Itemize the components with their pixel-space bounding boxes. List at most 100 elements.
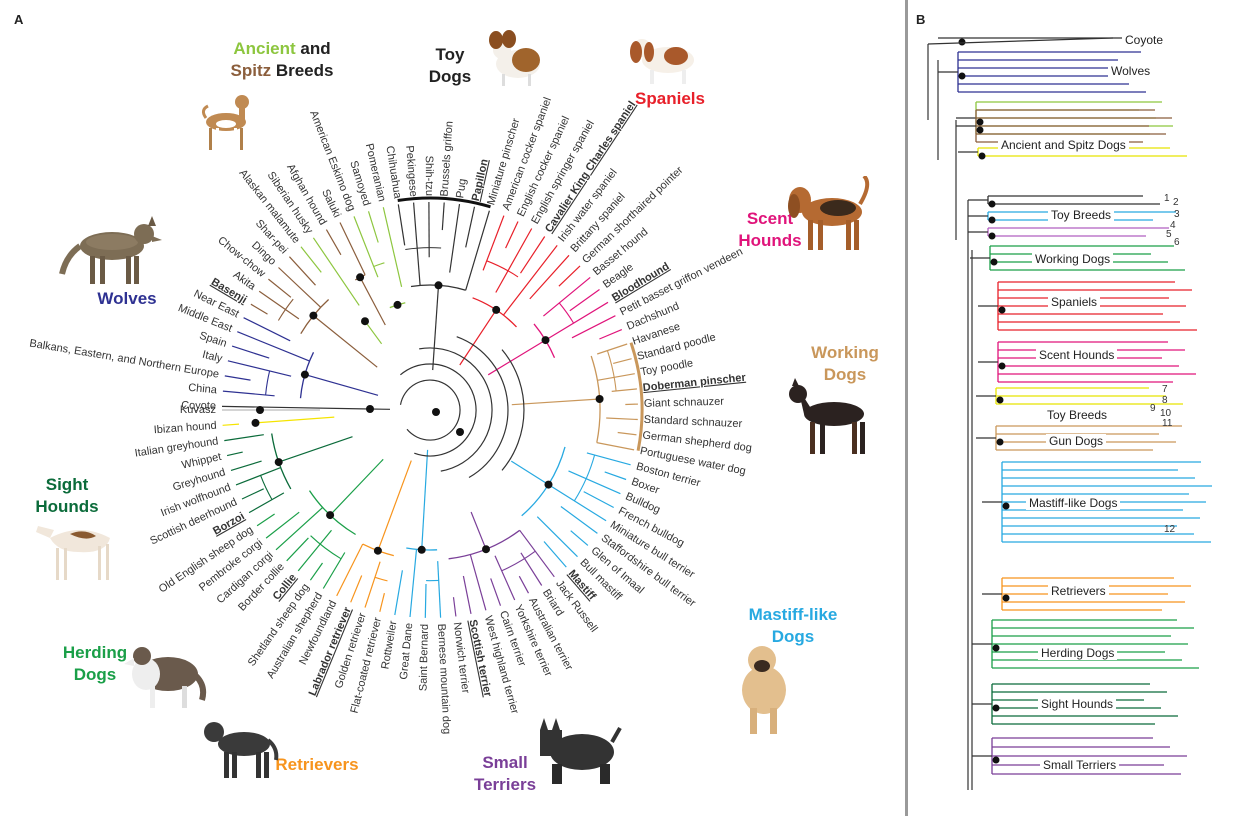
leaf-branch: [586, 452, 631, 466]
label-dogs: Dogs: [823, 365, 867, 384]
leaf-branch: [312, 237, 360, 306]
subclade-arc: [501, 550, 536, 572]
leaf-branch: [519, 236, 546, 274]
leaf-branch: [256, 513, 275, 527]
leaf-label: Bernese mountain dog: [435, 623, 453, 734]
bootstrap-node: [309, 311, 318, 320]
leaf-branch: [545, 301, 609, 341]
clade-stem: [329, 458, 384, 516]
label-sight: Sight: [45, 475, 89, 494]
b-label-scent-hounds: Scent Hounds: [1036, 348, 1118, 362]
group-label-sight-hounds: Sight Hounds: [22, 474, 112, 518]
clade-stem: [432, 285, 440, 371]
leaf-label: Pug: [454, 178, 469, 199]
leaf-branch: [241, 488, 264, 500]
bootstrap-node: [393, 300, 402, 309]
label-wolves: Wolves: [97, 289, 157, 308]
bootstrap-node: [361, 317, 369, 326]
leaf-branch: [519, 529, 555, 578]
leaf-branch: [224, 434, 264, 442]
label-spaniels: Spaniels: [635, 89, 705, 108]
leaf-label: Standard schnauzer: [644, 414, 743, 430]
bootstrap-node: [356, 273, 365, 282]
subclade-arc: [486, 260, 519, 278]
leaf-branch: [482, 215, 505, 271]
clade-stem: [459, 309, 497, 366]
cavalier-spaniel-image: [630, 39, 694, 84]
leaf-branch: [597, 343, 628, 355]
label-hounds: Hounds: [738, 231, 802, 250]
leaf-branch: [596, 442, 635, 451]
leaf-branch: [222, 390, 275, 397]
leaf-branch: [248, 492, 285, 514]
leaf-label: Ibizan hound: [153, 420, 217, 437]
b-number-4: 4: [1170, 220, 1176, 231]
label-mastiff-like: Mastiff-like: [748, 605, 838, 624]
b-number-2: 2: [1173, 197, 1179, 208]
leaf-branch: [243, 317, 291, 342]
b-label-ancient-spitz: Ancient and Spitz Dogs: [998, 138, 1129, 152]
leaf-branch: [336, 543, 364, 597]
panel-b-rectangular-tree: B Coyote Wolves Ancient and Spitz Dogs T…: [908, 0, 1235, 816]
leaf-branch: [221, 405, 371, 410]
bootstrap-node: [595, 395, 604, 403]
bloodhound-image: [788, 176, 870, 250]
leaf-branch: [490, 578, 502, 606]
leaf-branch: [325, 229, 342, 256]
leaf-label: Pekingese: [403, 145, 419, 197]
group-label-wolves: Wolves: [82, 288, 172, 310]
label-hounds: Hounds: [35, 497, 99, 516]
clade-stem: [470, 511, 487, 550]
label-ancient: Ancient: [233, 39, 296, 58]
bootstrap-node: [456, 428, 464, 436]
subclade-arc: [606, 350, 617, 392]
group-label-ancient-spitz: Ancient and Spitz Breeds: [222, 38, 342, 82]
leaf-branch: [599, 329, 623, 340]
b-label-toy-breeds-1: Toy Breeds: [1048, 208, 1115, 222]
rect-node: [992, 704, 1000, 712]
backbone-arc: [400, 363, 477, 457]
bootstrap-node: [326, 511, 335, 520]
b-label-gun-dogs: Gun Dogs: [1046, 434, 1107, 448]
leaf-branch: [394, 570, 403, 616]
b-number-9: 9: [1150, 403, 1156, 414]
leaf-branch: [297, 529, 332, 572]
leaf-branch: [548, 484, 607, 522]
b-label-mastiff-like: Mastiff-like Dogs: [1026, 496, 1121, 510]
leaf-branch: [409, 549, 418, 618]
leaf-branch: [265, 511, 300, 539]
leaf-label: Great Dane: [398, 622, 415, 680]
group-label-mastiff-like-dogs: Mastiff-like Dogs: [738, 604, 848, 648]
backbone-arc: [399, 379, 461, 441]
subclade-arc: [265, 370, 271, 396]
bootstrap-node: [417, 545, 426, 554]
toy-highlight-arc: [397, 196, 491, 209]
leaf-branch: [322, 552, 346, 589]
subclade-arc: [260, 475, 273, 500]
rect-node: [988, 216, 996, 224]
rect-node: [996, 438, 1004, 446]
basenji-image: [201, 95, 249, 150]
leaf-branch: [560, 506, 598, 534]
backbone-arc: [501, 349, 525, 471]
leaf-branch: [250, 303, 268, 315]
group-label-small-terriers: Small Terriers: [460, 752, 550, 796]
leaf-branch: [495, 228, 533, 293]
b-number-1: 1: [1164, 193, 1170, 204]
panel-divider: [905, 0, 908, 816]
label-toy: Toy: [435, 45, 465, 64]
borzoi-image: [36, 526, 110, 580]
backbone-arc: [419, 347, 493, 472]
leaf-branch: [339, 222, 366, 276]
group-label-scent-hounds: Scent Hounds: [730, 208, 810, 252]
leaf-branch: [226, 451, 243, 457]
leaf-branch: [413, 202, 421, 286]
subclade-arc: [310, 535, 342, 560]
leaf-branch: [597, 373, 635, 381]
clade-stem: [364, 320, 383, 345]
leaf-branch: [309, 562, 323, 581]
b-label-herding: Herding Dogs: [1038, 646, 1118, 660]
leaf-branch: [353, 216, 379, 278]
